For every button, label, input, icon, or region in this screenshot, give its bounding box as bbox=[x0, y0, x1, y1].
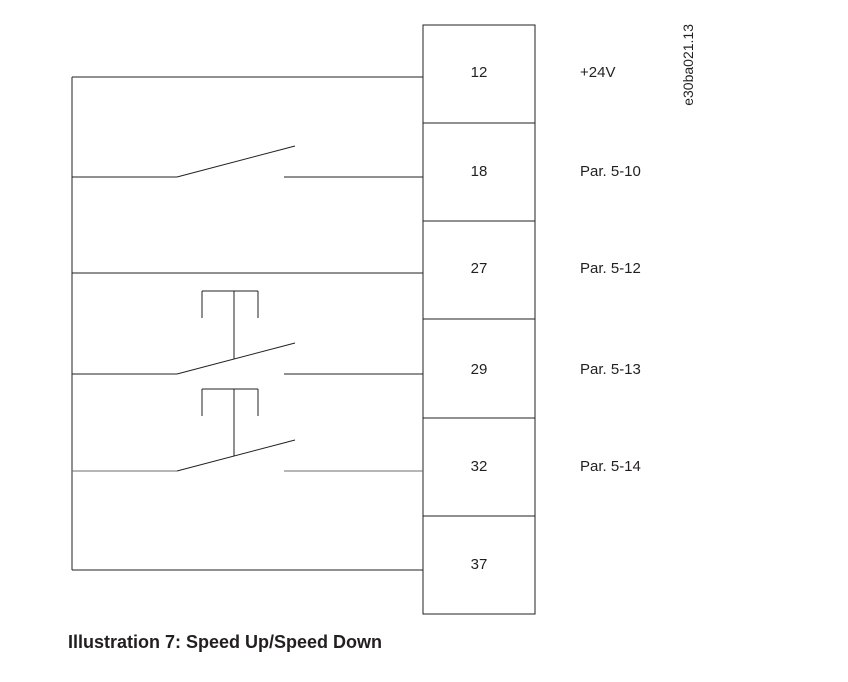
terminal-function-label: Par. 5-13 bbox=[580, 361, 641, 378]
terminal-number: 37 bbox=[471, 556, 488, 573]
terminal-number: 32 bbox=[471, 458, 488, 475]
terminal-box-37 bbox=[422, 515, 536, 615]
push-button-29 bbox=[72, 290, 423, 375]
terminal-strip bbox=[422, 24, 536, 615]
terminal-number: 12 bbox=[471, 64, 488, 81]
terminal-number: 29 bbox=[471, 361, 488, 378]
terminal-box-18 bbox=[422, 122, 536, 222]
terminal-function-label: Par. 5-14 bbox=[580, 458, 641, 475]
figure-caption: Illustration 7: Speed Up/Speed Down bbox=[68, 632, 383, 652]
document-code: e30ba021.13 bbox=[680, 24, 696, 106]
terminal-function-label: Par. 5-12 bbox=[580, 260, 641, 277]
terminal-box-29 bbox=[422, 318, 536, 419]
push-button-32 bbox=[72, 388, 423, 472]
terminal-number: 27 bbox=[471, 260, 488, 277]
terminal-function-label: +24V bbox=[580, 64, 615, 81]
terminal-box-32 bbox=[422, 417, 536, 517]
terminal-function-label: Par. 5-10 bbox=[580, 163, 641, 180]
switch-18 bbox=[72, 145, 423, 178]
terminal-number: 18 bbox=[471, 163, 488, 180]
